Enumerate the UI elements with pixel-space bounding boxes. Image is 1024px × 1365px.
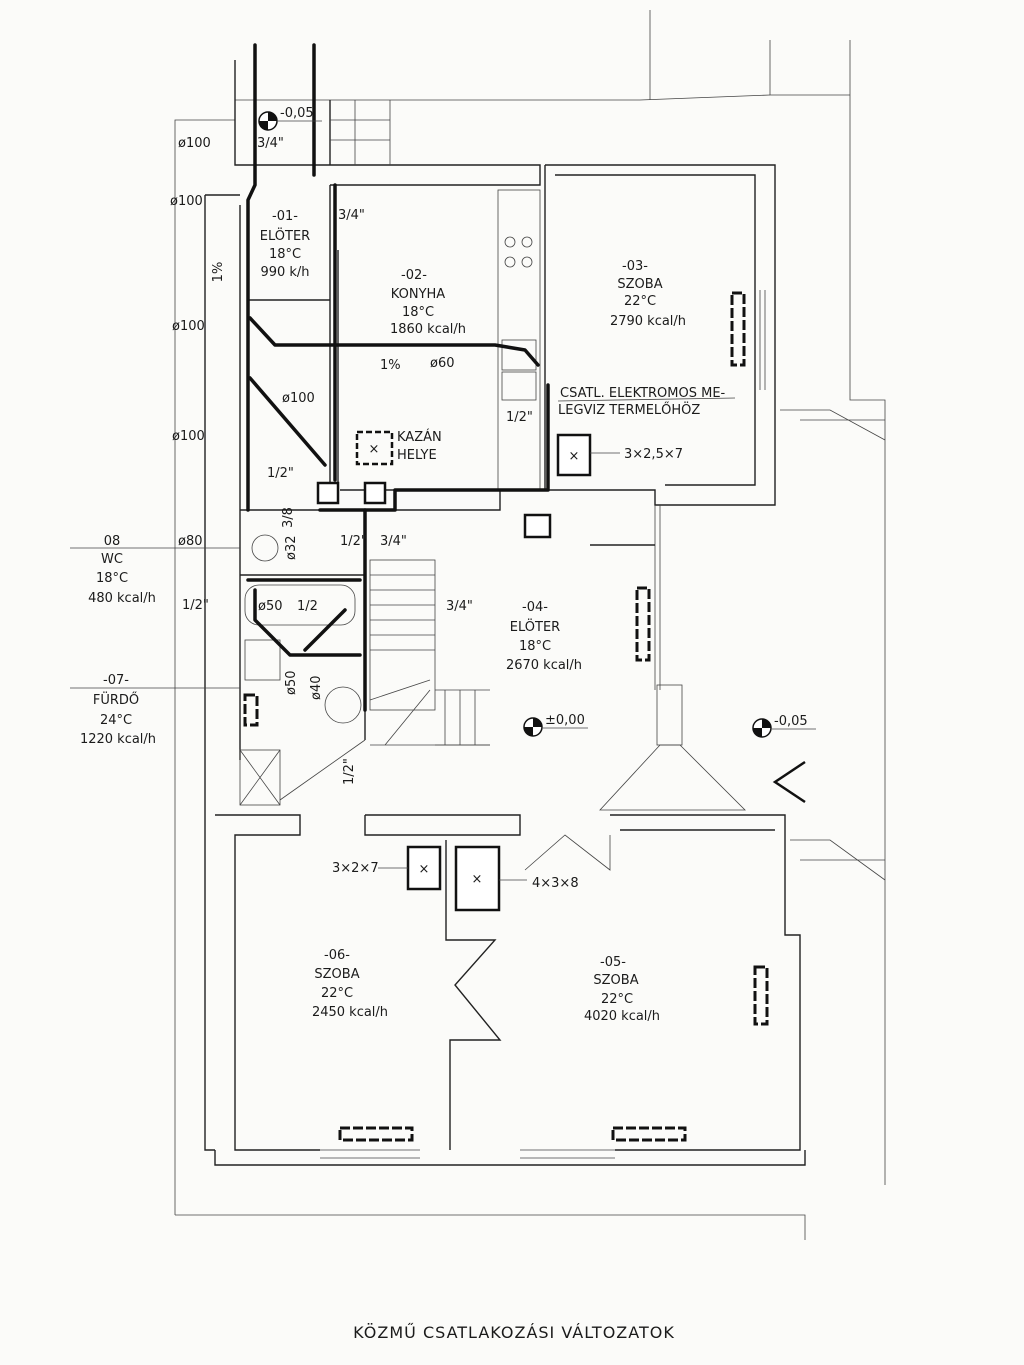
svg-text:LEGVIZ TERMELŐHÖZ: LEGVIZ TERMELŐHÖZ	[558, 401, 700, 418]
chimney-room06: ×	[378, 845, 442, 891]
svg-text:ø100: ø100	[282, 391, 315, 406]
svg-text:ø60: ø60	[430, 356, 455, 371]
svg-text:-02-: -02-	[401, 268, 427, 283]
svg-text:18°C: 18°C	[96, 571, 128, 586]
svg-text:-05-: -05-	[600, 955, 626, 970]
svg-text:ø32: ø32	[284, 536, 299, 561]
room-06-label: -06- SZOBA 22°C 2450 kcal/h	[312, 948, 388, 1020]
svg-text:3/4": 3/4"	[257, 136, 284, 151]
level-marker-terrace: -0,05	[752, 714, 816, 738]
svg-text:1/2": 1/2"	[506, 410, 533, 425]
svg-text:HELYE: HELYE	[397, 448, 437, 463]
chimney-size-room05: 4×3×8	[532, 876, 579, 891]
svg-text:1/2": 1/2"	[342, 758, 357, 785]
svg-text:WC: WC	[101, 552, 123, 567]
svg-text:ø40: ø40	[309, 676, 324, 701]
svg-text:SZOBA: SZOBA	[314, 967, 359, 982]
svg-text:2450 kcal/h: 2450 kcal/h	[312, 1005, 388, 1020]
svg-text:1%: 1%	[380, 358, 401, 373]
svg-text:CSATL. ELEKTROMOS ME-: CSATL. ELEKTROMOS ME-	[560, 386, 726, 401]
svg-text:3/4": 3/4"	[338, 208, 365, 223]
svg-text:1860 kcal/h: 1860 kcal/h	[390, 322, 466, 337]
drawing-title: KÖZMŰ CSATLAKOZÁSI VÁLTOZATOK	[353, 1322, 675, 1342]
room-03-label: -03- SZOBA 22°C 2790 kcal/h	[610, 259, 686, 329]
svg-text:22°C: 22°C	[321, 986, 353, 1001]
svg-text:3/8: 3/8	[281, 507, 296, 528]
svg-text:4020 kcal/h: 4020 kcal/h	[584, 1009, 660, 1024]
cross-icon: ×	[369, 442, 380, 457]
svg-text:08: 08	[104, 534, 121, 549]
svg-text:-07-: -07-	[103, 673, 129, 688]
electric-water-heater-note: CSATL. ELEKTROMOS ME- LEGVIZ TERMELŐHÖZ	[557, 386, 736, 418]
walls	[204, 60, 886, 1166]
room-08-label: 08 WC 18°C 480 kcal/h	[70, 534, 240, 606]
cross-icon: ×	[569, 449, 580, 464]
level-marker-top: -0,05	[258, 106, 322, 131]
svg-text:KAZÁN: KAZÁN	[397, 429, 442, 445]
svg-text:ELÖTER: ELÖTER	[510, 618, 560, 635]
svg-text:-06-: -06-	[324, 948, 350, 963]
svg-text:1/2": 1/2"	[267, 466, 294, 481]
svg-text:-03-: -03-	[622, 259, 648, 274]
svg-text:ELÖTER: ELÖTER	[260, 227, 310, 244]
level-label: ±0,00	[545, 713, 585, 728]
radiators	[338, 291, 769, 1142]
chimney-room05: ×	[454, 845, 527, 912]
boiler-place: ×	[355, 430, 394, 466]
svg-text:ø100: ø100	[172, 319, 205, 334]
room-04-label: -04- ELÖTER 18°C 2670 kcal/h	[506, 600, 582, 673]
svg-text:KONYHA: KONYHA	[391, 287, 445, 302]
svg-text:ø50: ø50	[284, 671, 299, 696]
chimney-size-room03: 3×2,5×7	[624, 447, 683, 462]
svg-text:1220 kcal/h: 1220 kcal/h	[80, 732, 156, 747]
svg-text:990 k/h: 990 k/h	[260, 265, 309, 280]
chimney-size-room06: 3×2×7	[332, 861, 379, 876]
svg-text:3/4": 3/4"	[446, 599, 473, 614]
svg-text:2670 kcal/h: 2670 kcal/h	[506, 658, 582, 673]
level-marker-entrance: ±0,00	[523, 713, 588, 737]
chimney-room03: ×	[556, 433, 620, 477]
svg-text:SZOBA: SZOBA	[593, 973, 638, 988]
level-label: -0,05	[774, 714, 808, 729]
room-02-label: -02- KONYHA 18°C 1860 kcal/h	[390, 268, 466, 337]
svg-text:-04-: -04-	[522, 600, 548, 615]
pipe-annotations: ø100 ø100 ø100 ø100 ø100 3/4" 3/4" 1% 1%…	[170, 136, 533, 785]
svg-text:SZOBA: SZOBA	[617, 277, 662, 292]
svg-text:24°C: 24°C	[100, 713, 132, 728]
pipework	[246, 43, 550, 712]
svg-text:18°C: 18°C	[519, 639, 551, 654]
staircase	[369, 559, 490, 746]
svg-text:1/2": 1/2"	[340, 534, 367, 549]
svg-text:ø100: ø100	[172, 429, 205, 444]
svg-text:2790 kcal/h: 2790 kcal/h	[610, 314, 686, 329]
svg-text:480 kcal/h: 480 kcal/h	[88, 591, 156, 606]
level-label: -0,05	[280, 106, 314, 121]
svg-text:-01-: -01-	[272, 209, 298, 224]
entrance-arrow-icon	[772, 760, 806, 804]
chimney-hall	[523, 513, 552, 539]
svg-text:18°C: 18°C	[269, 247, 301, 262]
svg-text:3/4": 3/4"	[380, 534, 407, 549]
cross-icon: ×	[419, 862, 430, 877]
svg-text:1/2": 1/2"	[182, 598, 209, 613]
svg-text:1%: 1%	[211, 262, 226, 283]
svg-text:22°C: 22°C	[601, 992, 633, 1007]
svg-text:1/2: 1/2	[297, 599, 318, 614]
room-01-label: -01- ELÖTER 18°C 990 k/h	[260, 209, 310, 280]
svg-text:ø100: ø100	[170, 194, 203, 209]
room-05-label: -05- SZOBA 22°C 4020 kcal/h	[584, 955, 660, 1024]
svg-text:22°C: 22°C	[624, 294, 656, 309]
svg-text:18°C: 18°C	[402, 305, 434, 320]
room-07-label: -07- FÜRDŐ 24°C 1220 kcal/h	[70, 673, 240, 747]
boiler-label: KAZÁN HELYE	[397, 429, 442, 463]
svg-text:FÜRDŐ: FÜRDŐ	[93, 691, 139, 708]
svg-text:ø80: ø80	[178, 534, 203, 549]
cross-icon: ×	[472, 872, 483, 887]
svg-text:ø100: ø100	[178, 136, 211, 151]
svg-text:ø50: ø50	[258, 599, 283, 614]
